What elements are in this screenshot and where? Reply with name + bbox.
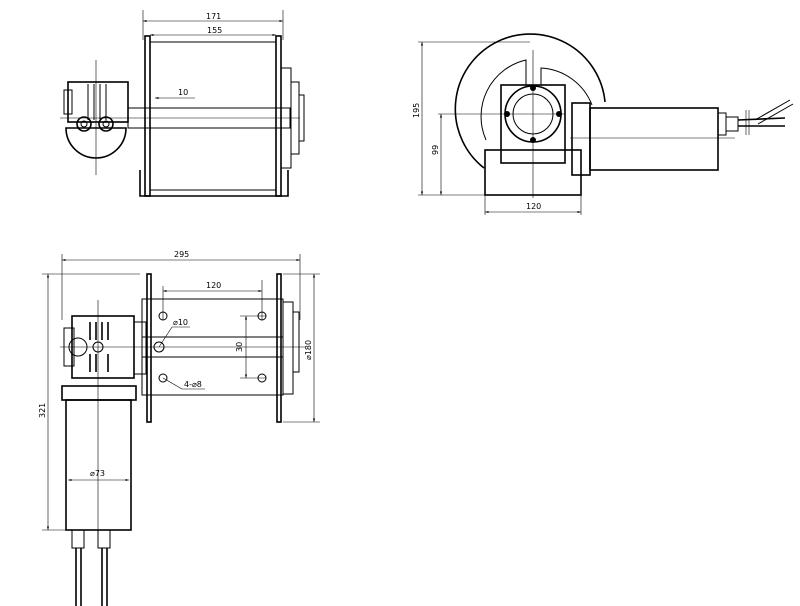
hub xyxy=(292,311,300,373)
dim-120-top: 120 xyxy=(206,281,221,290)
hub xyxy=(282,301,294,395)
dim-flange-diameter: ⌀180 xyxy=(304,340,313,360)
hole-icon xyxy=(153,341,165,353)
top-view: 295 120 30 ⌀10 4-⌀8 ⌀180 321 ⌀73 xyxy=(38,250,320,606)
dim-321: 321 xyxy=(38,403,47,418)
side-view: 171 155 10 xyxy=(60,10,305,197)
cable-gland xyxy=(725,116,739,132)
cables xyxy=(737,99,794,135)
dim-99: 99 xyxy=(431,145,440,155)
dim-195: 195 xyxy=(412,103,421,118)
frame-cutout xyxy=(540,67,593,106)
gearbox xyxy=(63,81,129,132)
cable-gland xyxy=(717,112,727,136)
dim-mount-holes: 4-⌀8 xyxy=(184,380,202,389)
dim-120-end: 120 xyxy=(526,202,541,211)
bolt-icon xyxy=(76,116,92,132)
leader-line xyxy=(158,326,173,348)
frame-cutout xyxy=(480,59,527,141)
dim-10: 10 xyxy=(178,88,188,97)
dim-30: 30 xyxy=(235,342,244,352)
motor-flange xyxy=(61,385,137,401)
motor-cylinder xyxy=(65,399,132,531)
cables xyxy=(71,529,111,606)
right-flange xyxy=(275,35,282,197)
dim-motor-diameter: ⌀73 xyxy=(90,469,105,478)
dim-295: 295 xyxy=(174,250,189,259)
dim-shaft-diameter: ⌀10 xyxy=(173,318,188,327)
end-view: 195 99 120 xyxy=(412,33,794,215)
dim-155: 155 xyxy=(207,26,222,35)
left-flange xyxy=(146,273,152,423)
base-frame xyxy=(139,170,289,197)
drum-flange-circle xyxy=(454,33,606,169)
dim-171: 171 xyxy=(206,12,221,21)
left-flange xyxy=(144,35,151,197)
right-flange xyxy=(276,273,282,423)
hub xyxy=(298,94,305,142)
leader-line xyxy=(162,377,183,390)
hole-icon xyxy=(158,373,168,383)
motor-cylinder xyxy=(589,107,719,171)
motor-end xyxy=(65,127,127,159)
bolt-icon xyxy=(98,116,114,132)
